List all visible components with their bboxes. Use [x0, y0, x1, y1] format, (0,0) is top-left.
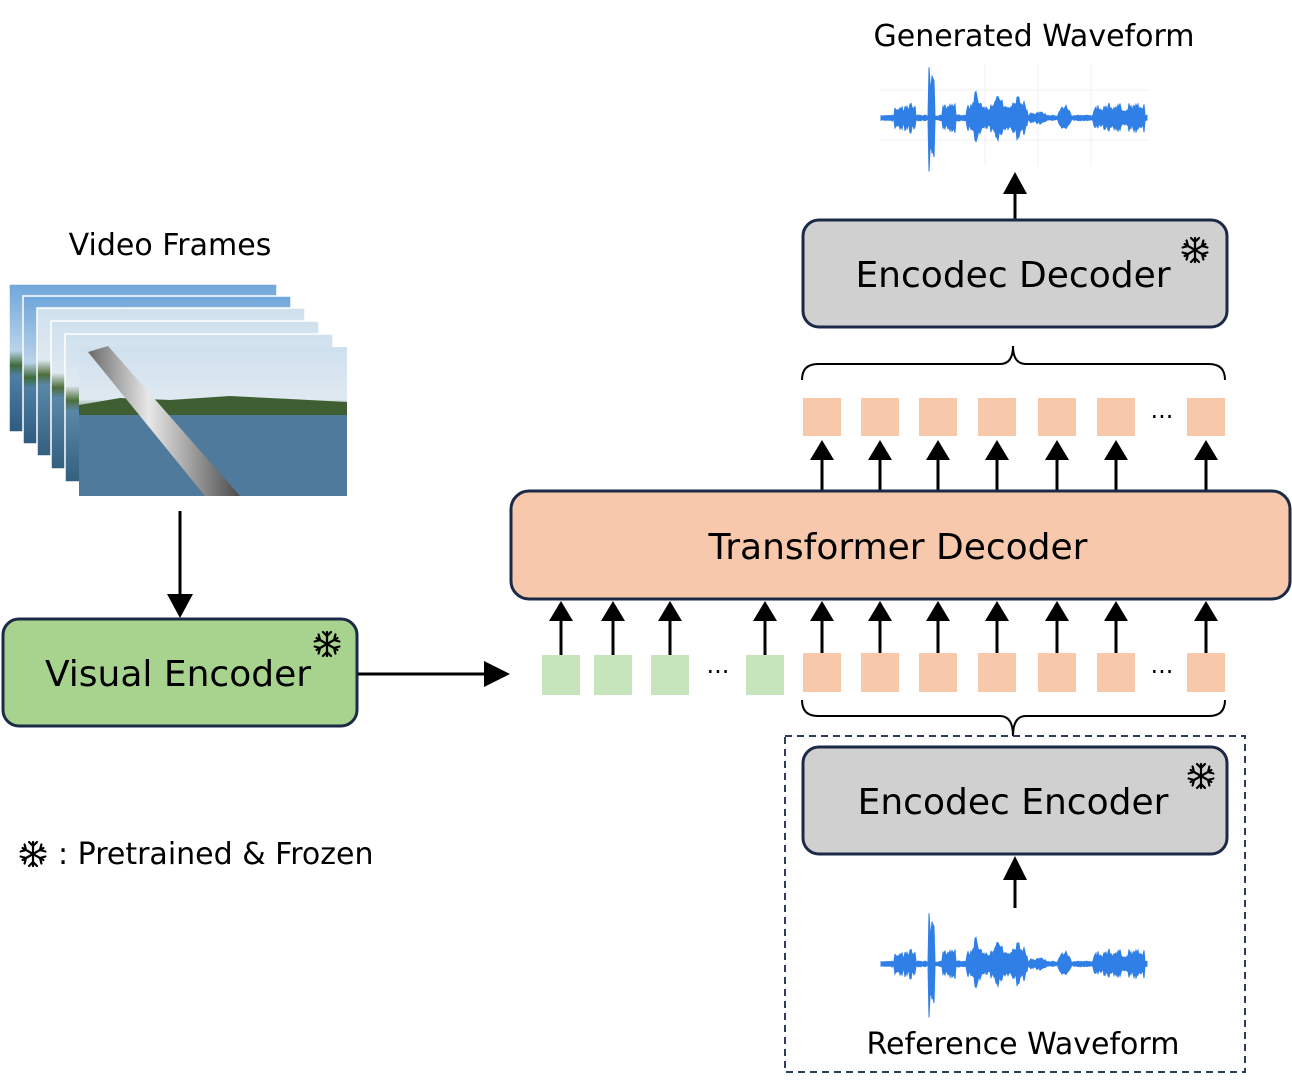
arrow-decoder-to-output-token — [1194, 440, 1218, 491]
output-token-row — [803, 398, 1225, 436]
encodec-encoder-block: Encodec Encoder — [801, 745, 1229, 856]
arrow-visual-token-to-decoder — [601, 601, 625, 655]
top-token-brace — [801, 345, 1226, 381]
output-token-arrows — [810, 440, 1218, 491]
output-token — [1038, 398, 1076, 436]
legend-text: : Pretrained & Frozen — [58, 837, 373, 872]
reference-waveform-signal — [880, 913, 1148, 1018]
visual-token — [594, 655, 632, 695]
output-token — [861, 398, 899, 436]
arrow-decoder-to-output-token — [810, 440, 834, 491]
generated-waveform-signal — [880, 67, 1148, 172]
arrow-visual-token-to-decoder — [753, 601, 777, 655]
arrow-decoder-to-output-token — [868, 440, 892, 491]
transformer-decoder-block: Transformer Decoder — [509, 489, 1292, 601]
visual-encoder-label: Visual Encoder — [45, 654, 311, 695]
video-frame-front — [79, 346, 347, 496]
audio-token — [919, 653, 957, 692]
audio-token — [803, 653, 841, 692]
audio-token — [978, 653, 1016, 692]
output-token — [1187, 398, 1225, 436]
visual-token — [651, 655, 689, 695]
reference-input-dashed-box — [784, 735, 1246, 1073]
arrow-decoder-to-output-token — [985, 440, 1009, 491]
arrow-audio-token-to-decoder — [926, 601, 950, 653]
encodec-decoder-block: Encodec Decoder — [801, 218, 1229, 329]
audio-token — [1097, 653, 1135, 692]
arrow-visual-token-to-decoder — [549, 601, 573, 655]
bottom-token-brace — [801, 699, 1226, 737]
generated-waveform-plot — [880, 64, 1148, 172]
encodec-decoder-label: Encodec Decoder — [855, 255, 1170, 296]
reference-waveform-plot — [880, 913, 1148, 1018]
input-token-arrows — [549, 601, 1218, 655]
audio-token-row — [803, 653, 1225, 692]
arrow-audio-token-to-decoder — [1045, 601, 1069, 653]
arrow-decoder-to-output-token — [1045, 440, 1069, 491]
audio-token — [861, 653, 899, 692]
arrow-audio-token-to-decoder — [810, 601, 834, 653]
arrow-audio-token-to-decoder — [985, 601, 1009, 653]
output-token — [803, 398, 841, 436]
visual-token — [746, 655, 784, 695]
encodec-encoder-label: Encodec Encoder — [858, 782, 1169, 823]
audio-token — [1038, 653, 1076, 692]
transformer-decoder-label: Transformer Decoder — [708, 527, 1088, 568]
video-frames-label: Video Frames — [69, 228, 272, 263]
reference-waveform-label: Reference Waveform — [867, 1027, 1180, 1062]
visual-token-ellipsis: ... — [707, 651, 730, 679]
arrow-decoder-to-output-token — [926, 440, 950, 491]
generated-waveform-label: Generated Waveform — [874, 19, 1195, 54]
video-frames-stack — [8, 283, 347, 496]
output-token-ellipsis: ... — [1151, 396, 1174, 424]
audio-token-ellipsis: ... — [1151, 651, 1174, 679]
visual-encoder-block: Visual Encoder — [1, 617, 359, 728]
output-token — [1097, 398, 1135, 436]
visual-token-row — [542, 655, 784, 695]
arrow-audio-token-to-decoder — [868, 601, 892, 653]
visual-token — [542, 655, 580, 695]
output-token — [919, 398, 957, 436]
snowflake-icon — [19, 840, 47, 868]
arrow-audio-token-to-decoder — [1194, 601, 1218, 653]
arrow-audio-token-to-decoder — [1104, 601, 1128, 653]
arrow-decoder-to-output-token — [1104, 440, 1128, 491]
arrow-visual-token-to-decoder — [658, 601, 682, 655]
audio-token — [1187, 653, 1225, 692]
output-token — [978, 398, 1016, 436]
legend: : Pretrained & Frozen — [19, 837, 373, 872]
